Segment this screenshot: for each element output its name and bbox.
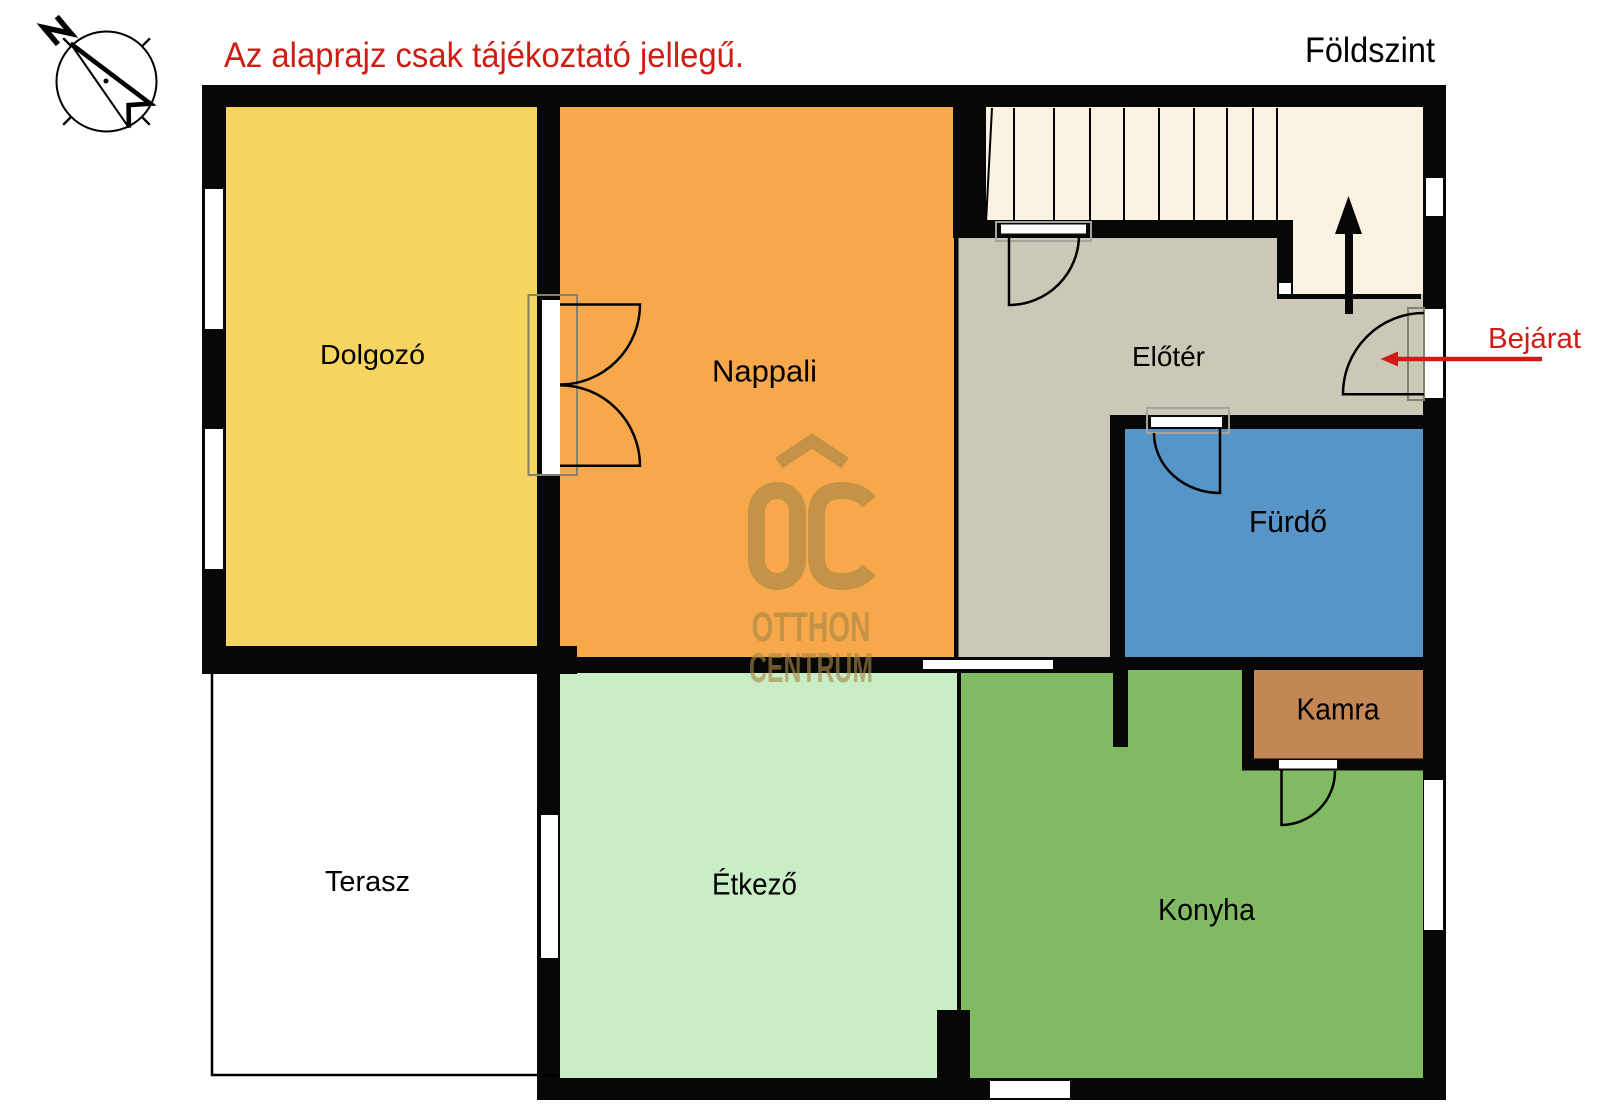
svg-text:Kamra: Kamra <box>1297 692 1381 727</box>
svg-text:Földszint: Földszint <box>1305 31 1435 70</box>
svg-text:Dolgozó: Dolgozó <box>320 339 425 370</box>
svg-text:Fürdő: Fürdő <box>1249 504 1327 539</box>
svg-text:Az alaprajz csak tájékoztató j: Az alaprajz csak tájékoztató jellegű. <box>224 36 744 75</box>
svg-text:OTTHON: OTTHON <box>752 603 871 650</box>
svg-text:Bejárat: Bejárat <box>1488 323 1581 355</box>
svg-text:Nappali: Nappali <box>712 354 817 389</box>
svg-text:CENTRUM: CENTRUM <box>749 644 873 691</box>
svg-text:Konyha: Konyha <box>1158 892 1256 927</box>
svg-text:Terasz: Terasz <box>325 866 410 898</box>
svg-text:Előtér: Előtér <box>1132 341 1205 372</box>
svg-text:Étkező: Étkező <box>712 867 797 902</box>
